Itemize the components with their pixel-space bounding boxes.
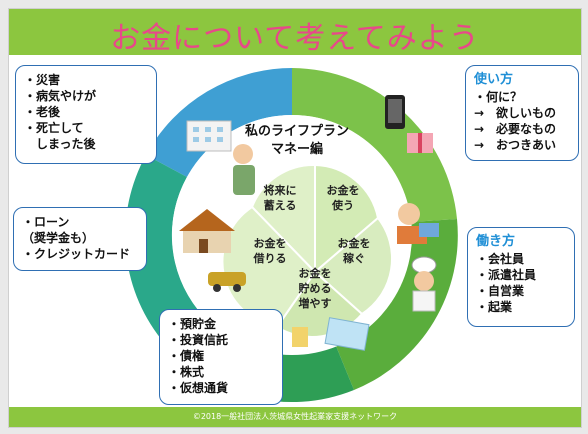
title-bar: お金について考えてみよう bbox=[9, 9, 581, 56]
risk-line: ・死亡して bbox=[24, 121, 84, 135]
segment-borrow-line2: 借りる bbox=[253, 251, 287, 265]
use-box-heading: 使い方 bbox=[474, 72, 514, 87]
risk-box: ・災害 ・病気やけが ・老後 ・死亡して しまった後 bbox=[15, 65, 157, 164]
segment-earn-line2: 稼ぐ bbox=[343, 251, 365, 265]
segment-earn-line1: お金を bbox=[338, 236, 371, 250]
chef-illustration bbox=[411, 256, 437, 312]
use-line: ・何に？ bbox=[474, 90, 523, 104]
loan-line: ・クレジットカード bbox=[22, 247, 131, 261]
passbook-illustration bbox=[292, 317, 370, 351]
pie-segment-earn bbox=[313, 216, 394, 316]
use-box: 使い方 ・何に？ → 欲しいもの → 必要なもの → おつきあい bbox=[465, 65, 579, 161]
office-worker-illustration bbox=[397, 203, 439, 244]
gift-illustration bbox=[407, 133, 433, 153]
life-plan-diagram: 私のライフプラン マネー編 将来に 蓄える お金を 使う お金を 稼ぐ お金を … bbox=[125, 68, 458, 403]
savings-line: ・預貯金 bbox=[168, 317, 217, 331]
risk-line: ・災害 bbox=[24, 73, 61, 87]
risk-line: しまった後 bbox=[24, 137, 96, 151]
segment-grow-line2: 貯める bbox=[299, 281, 332, 295]
use-line: → 欲しいもの bbox=[474, 106, 557, 120]
segment-save-line1: 将来に bbox=[264, 183, 297, 197]
pie-segment-use bbox=[314, 163, 380, 275]
work-line: ・派遣社員 bbox=[476, 268, 537, 282]
center-title-line1: 私のライフプラン bbox=[245, 123, 349, 139]
center-pie bbox=[221, 163, 394, 338]
segment-grow-line3: 増やす bbox=[299, 296, 332, 310]
use-line: → おつきあい bbox=[474, 138, 557, 152]
savings-line: ・債権 bbox=[168, 349, 205, 363]
pie-segment-save bbox=[250, 163, 316, 275]
copyright-footer: ©2018一般社団法人茨城県女性起業家支援ネットワーク bbox=[192, 412, 398, 421]
work-line: ・自営業 bbox=[476, 284, 525, 298]
footer-bar: ©2018一般社団法人茨城県女性起業家支援ネットワーク bbox=[9, 407, 581, 427]
savings-line: ・仮想通貨 bbox=[168, 381, 229, 395]
savings-box: ・預貯金 ・投資信託 ・債権 ・株式 ・仮想通貨 bbox=[159, 309, 283, 405]
loan-box: ・ローン （奨学金も） ・クレジットカード bbox=[13, 207, 147, 271]
segment-save-line2: 蓄える bbox=[264, 198, 297, 212]
savings-line: ・株式 bbox=[168, 365, 205, 379]
risk-line: ・病気やけが bbox=[24, 89, 97, 103]
loan-line: （奨学金も） bbox=[22, 231, 95, 245]
segment-borrow-line1: お金を bbox=[254, 236, 287, 250]
center-title-line2: マネー編 bbox=[271, 141, 323, 157]
work-line: ・会社員 bbox=[476, 252, 525, 266]
ring-segment-left bbox=[125, 155, 198, 339]
house-illustration bbox=[179, 209, 235, 253]
savings-line: ・投資信託 bbox=[168, 333, 229, 347]
loan-line: ・ローン bbox=[22, 215, 70, 229]
segment-grow-line1: お金を bbox=[299, 266, 332, 280]
work-line: ・起業 bbox=[476, 300, 513, 314]
work-box: 働き方 ・会社員 ・派遣社員 ・自営業 ・起業 bbox=[467, 227, 575, 327]
use-line: → 必要なもの bbox=[474, 122, 557, 136]
slide-title: お金について考えてみよう bbox=[110, 21, 480, 56]
hospital-illustration bbox=[186, 120, 232, 152]
ring-segment-top-right bbox=[292, 68, 457, 222]
segment-use-line1: お金を bbox=[327, 183, 360, 197]
smartphone-illustration bbox=[385, 95, 405, 129]
elderly-person-illustration bbox=[233, 144, 255, 195]
work-box-heading: 働き方 bbox=[476, 234, 516, 249]
risk-line: ・老後 bbox=[24, 105, 61, 119]
segment-use-line2: 使う bbox=[331, 198, 354, 212]
slide: お金について考えてみよう 私のライフプラン マネー編 bbox=[8, 8, 582, 428]
car-illustration bbox=[208, 272, 246, 292]
